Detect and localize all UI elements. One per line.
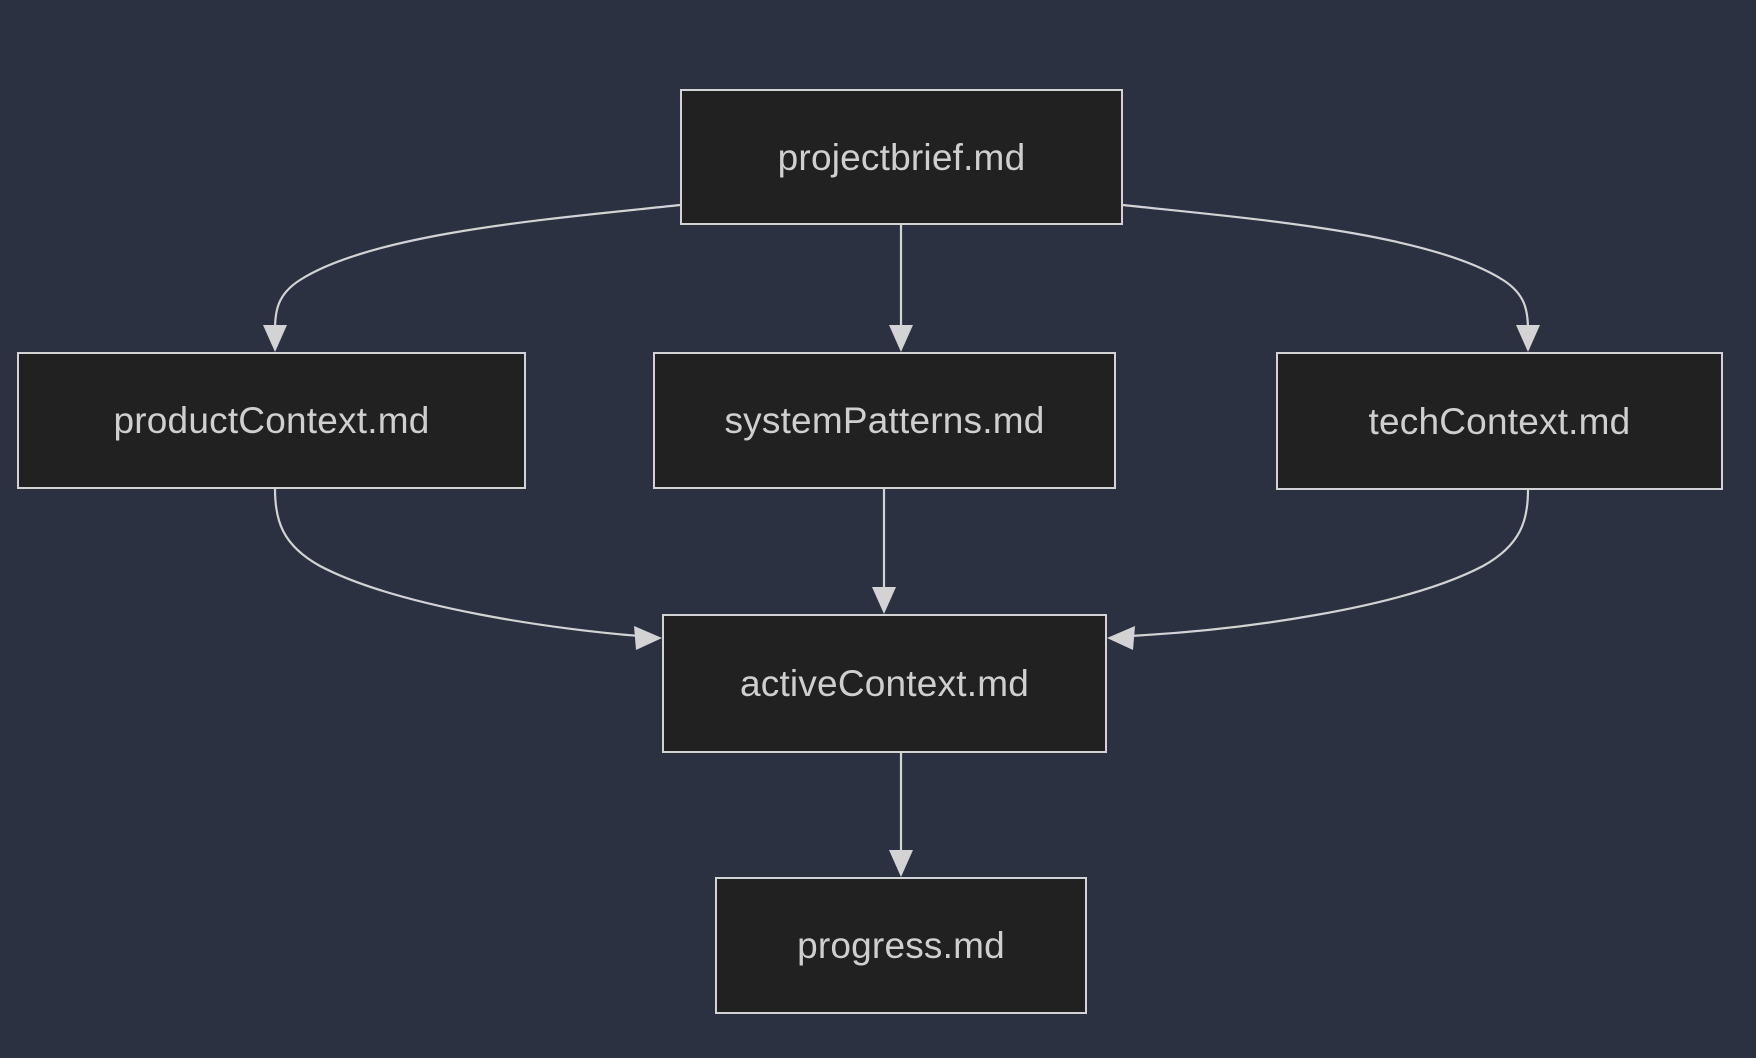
edge-projectbrief-to-techcontext [1122,203,1540,352]
node-label-systempatterns: systemPatterns.md [724,400,1045,441]
edge-techcontext-to-activecontext [1107,489,1530,650]
edge-line [273,203,681,331]
edge-line [273,488,641,638]
edge-activecontext-to-progress [889,753,913,877]
edge-productcontext-to-activecontext [273,488,662,650]
arrowhead-right-icon [634,626,662,650]
node-projectbrief[interactable]: projectbrief.md [680,89,1123,225]
arrowhead-down-icon [889,325,913,352]
edge-systempatterns-to-activecontext [872,489,896,614]
node-label-productcontext: productContext.md [113,400,430,441]
arrowhead-down-icon [889,850,913,877]
node-progress[interactable]: progress.md [715,877,1087,1014]
node-label-activecontext: activeContext.md [739,663,1030,704]
node-techcontext[interactable]: techContext.md [1276,352,1723,490]
edge-projectbrief-to-productcontext [263,203,681,352]
arrowhead-down-icon [263,325,287,352]
edge-projectbrief-to-systempatterns [889,225,913,352]
node-label-progress: progress.md [797,925,1005,966]
node-productcontext[interactable]: productContext.md [17,352,526,489]
edge-line [1128,489,1530,638]
arrowhead-down-icon [872,587,896,614]
arrowhead-left-icon [1107,626,1135,650]
node-label-techcontext: techContext.md [1368,400,1631,442]
node-label-projectbrief: projectbrief.md [777,136,1026,178]
edge-line [1122,203,1530,331]
arrowhead-down-icon [1516,325,1540,352]
node-systempatterns[interactable]: systemPatterns.md [653,352,1116,489]
node-activecontext[interactable]: activeContext.md [662,614,1107,753]
